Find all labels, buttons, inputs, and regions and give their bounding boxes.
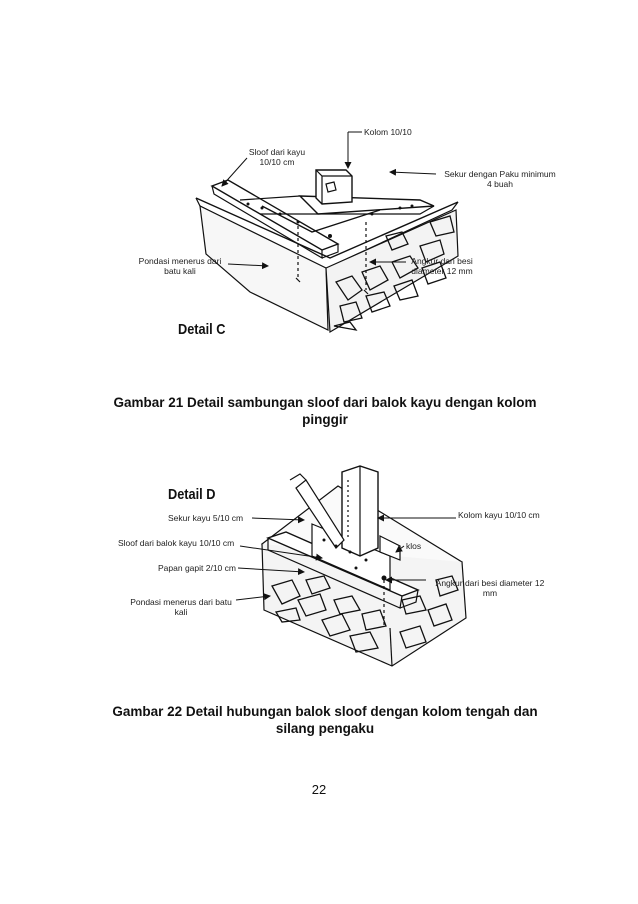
stone-pattern-c: [333, 215, 455, 331]
label-pondasi-c: Pondasi menerus dari batu kali: [126, 256, 234, 276]
label-sekur-d: Sekur kayu 5/10 cm: [168, 513, 244, 523]
label-sekur-c: Sekur dengan Paku minimum 4 buah: [436, 169, 564, 189]
label-sloof-c-line1: Sloof dari kayu: [248, 147, 306, 157]
label-sloof-c-line2: 10/10 cm: [259, 157, 295, 167]
figure-22-caption-line2: silang pengaku: [275, 721, 375, 736]
detail-d-drawing: [235, 465, 467, 667]
label-angkur-d-line2: mm: [482, 588, 498, 598]
label-angkur-c-line2: diameter 12 mm: [411, 266, 473, 276]
figure-21-caption-line1: Gambar 21 Detail sambungan sloof dari ba…: [113, 395, 537, 410]
label-pondasi-d-line1: Pondasi menerus dari batu: [130, 597, 232, 607]
detail-d-title: Detail D: [168, 486, 216, 503]
label-sloof-d: Sloof dari balok kayu 10/10 cm: [118, 538, 235, 548]
figure-21-caption: Gambar 21 Detail sambungan sloof dari ba…: [80, 394, 570, 428]
figure-22-caption: Gambar 22 Detail hubungan balok sloof de…: [80, 703, 570, 737]
page-number: 22: [311, 782, 327, 797]
label-pondasi-d-line2: kali: [174, 607, 188, 617]
label-klos-d: klos: [406, 541, 422, 551]
stone-pattern-d: [271, 575, 459, 653]
figure-22-caption-line1: Gambar 22 Detail hubungan balok sloof de…: [112, 704, 538, 719]
label-kolom-d: Kolom kayu 10/10 cm: [458, 510, 540, 520]
label-pondasi-d: Pondasi menerus dari batu kali: [122, 597, 240, 617]
label-kolom-c: Kolom 10/10: [364, 127, 412, 137]
label-angkur-d: Angkur dari besi diameter 12 mm: [426, 578, 554, 598]
label-sloof-c: Sloof dari kayu 10/10 cm: [240, 147, 314, 167]
label-pondasi-c-line1: Pondasi menerus dari: [138, 256, 222, 266]
label-sekur-c-line1: Sekur dengan Paku minimum: [444, 169, 556, 179]
detail-c-drawing: [195, 131, 459, 334]
label-papan-d: Papan gapit 2/10 cm: [158, 563, 236, 573]
label-angkur-c: Angkur dari besi diameter 12 mm: [404, 256, 480, 276]
label-pondasi-c-line2: batu kali: [164, 266, 196, 276]
figure-21-caption-line2: pinggir: [302, 412, 348, 427]
label-angkur-c-line1: Angkur dari besi: [411, 256, 473, 266]
detail-c-title: Detail C: [178, 321, 226, 338]
label-angkur-d-line1: Angkur dari besi diameter 12: [435, 578, 545, 588]
label-sekur-c-line2: 4 buah: [487, 179, 513, 189]
